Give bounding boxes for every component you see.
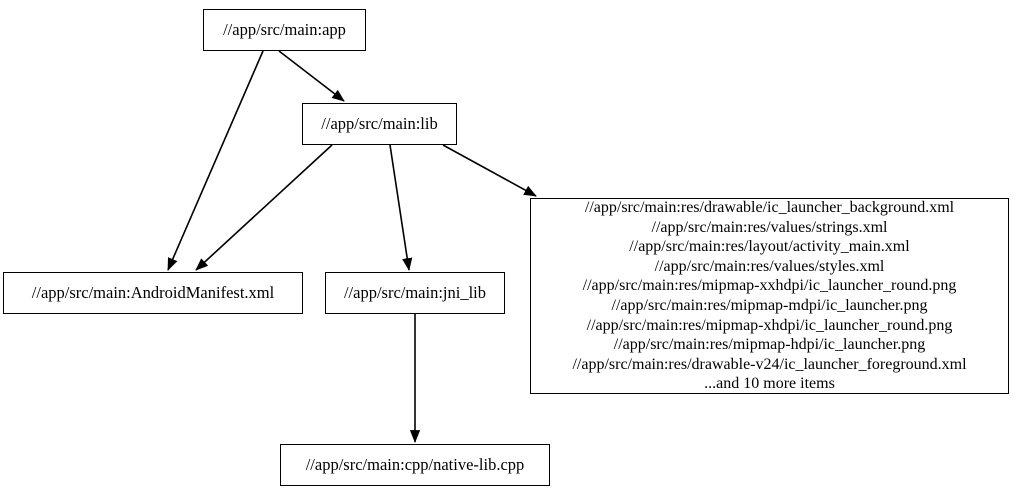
graph-node-android-manifest[interactable]: //app/src/main:AndroidManifest.xml [3, 272, 303, 314]
graph-edge-lib-to-manifest [195, 144, 333, 271]
graph-node-resources[interactable]: //app/src/main:res/drawable/ic_launcher_… [530, 198, 1009, 394]
graph-node-app-label: //app/src/main:app [223, 19, 346, 39]
graph-node-app[interactable]: //app/src/main:app [203, 9, 366, 51]
graph-node-lib[interactable]: //app/src/main:lib [302, 103, 457, 145]
graph-node-jni-lib[interactable]: //app/src/main:jni_lib [325, 272, 505, 314]
graph-edge-lib-to-jni_lib [389, 144, 413, 271]
graph-node-native-lib-cpp-label: //app/src/main:cpp/native-lib.cpp [305, 454, 525, 474]
graph-edge-lib-to-resources [442, 144, 537, 197]
graph-edge-app-to-manifest [167, 50, 264, 271]
graph-node-android-manifest-label: //app/src/main:AndroidManifest.xml [31, 282, 275, 302]
graph-node-lib-label: //app/src/main:lib [321, 113, 438, 133]
graph-node-jni-lib-label: //app/src/main:jni_lib [343, 282, 487, 302]
graph-node-native-lib-cpp[interactable]: //app/src/main:cpp/native-lib.cpp [280, 444, 550, 486]
graph-node-resources-label: //app/src/main:res/drawable/ic_launcher_… [572, 199, 967, 393]
graph-edge-app-to-lib [278, 50, 345, 102]
